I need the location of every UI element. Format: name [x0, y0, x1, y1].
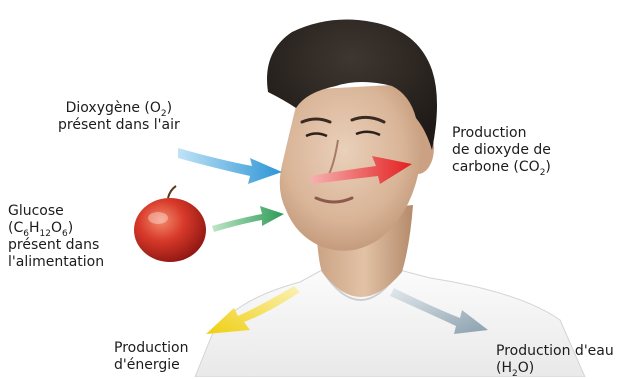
co2-formula-part: ): [545, 159, 550, 175]
co2-label: Production de dioxyde de carbone (CO2): [452, 125, 551, 176]
glucose-formula: (C6H12O6): [8, 220, 104, 237]
energy-label-line2: d'énergie: [114, 357, 188, 374]
glucose-label-line3: présent dans: [8, 237, 104, 254]
oxygen-label-text: Dioxygène (O: [66, 100, 161, 116]
glucose-label: Glucose (C6H12O6) présent dans l'aliment…: [8, 203, 104, 271]
glucose-label-title: Glucose: [8, 203, 104, 220]
co2-label-line3: carbone (CO2): [452, 159, 551, 176]
glucose-label-line4: l'alimentation: [8, 254, 104, 271]
water-label-line1: Production d'eau: [496, 343, 614, 360]
oxygen-label-source: présent dans l'air: [58, 117, 180, 134]
oxygen-inflow-arrow: [178, 148, 282, 184]
co2-label-line2: de dioxyde de: [452, 142, 551, 159]
oxygen-label-close: ): [167, 100, 172, 116]
glucose-formula-part: ): [68, 220, 73, 236]
water-formula-part: (H: [496, 360, 512, 376]
co2-formula-part: carbone (CO: [452, 159, 540, 175]
energy-label: Production d'énergie: [114, 340, 188, 374]
glucose-inflow-arrow: [212, 206, 284, 232]
glucose-formula-part: (C: [8, 220, 23, 236]
water-label: Production d'eau (H2O): [496, 343, 614, 377]
apple-illustration: [134, 186, 206, 262]
glucose-formula-part: H: [29, 220, 40, 236]
water-formula-part: O): [518, 360, 534, 376]
energy-label-line1: Production: [114, 340, 188, 357]
oxygen-label: Dioxygène (O2) présent dans l'air: [58, 100, 180, 134]
glucose-formula-part: O: [51, 220, 62, 236]
co2-label-line1: Production: [452, 125, 551, 142]
water-label-line2: (H2O): [496, 360, 614, 377]
